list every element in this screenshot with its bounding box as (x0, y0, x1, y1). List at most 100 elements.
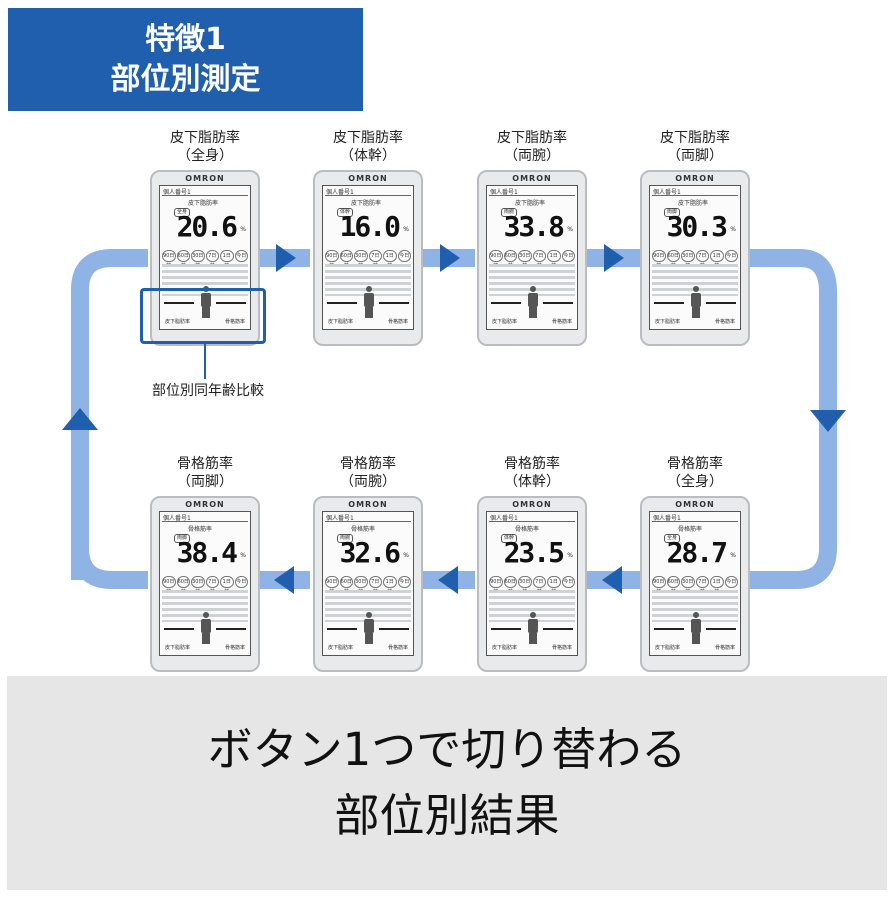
arrow-left-icon (274, 566, 294, 594)
measure-name: 骨格筋率 (188, 526, 213, 533)
percent-unit: % (567, 226, 573, 233)
screen-footer: 皮下脂肪率骨格筋率 (162, 317, 248, 327)
screen-footer: 皮下脂肪率骨格筋率 (652, 643, 738, 653)
measure-name: 皮下脂肪率 (188, 200, 219, 207)
fat-bar (164, 628, 194, 630)
feature-number: 特徴1 (145, 21, 226, 57)
footer-right: 骨格筋率 (551, 645, 572, 651)
footer-left: 皮下脂肪率 (165, 319, 191, 325)
muscle-bar (543, 628, 573, 630)
feature-badge: 特徴1 部位別測定 (8, 8, 363, 111)
history-days: 90日前60日前30日前7日前1日前今日 (489, 250, 575, 269)
device-label-measure: 骨格筋率 (340, 456, 396, 472)
history-day-button: 今日 (561, 250, 575, 262)
personal-number: 個人番号1 (653, 189, 681, 196)
body-figure-icon (526, 286, 540, 318)
history-day-button: 30日前 (681, 576, 695, 595)
lcd-screen: 個人番号1皮下脂肪率全身20.6%90日前60日前30日前7日前1日前今日皮下脂… (159, 185, 251, 330)
device-label: 皮下脂肪率（両脚） (620, 129, 770, 165)
region-tag: 体幹 (337, 208, 354, 217)
history-day-button: 90日前 (325, 250, 339, 269)
device-label-region: （両脚） (177, 474, 233, 490)
brand-logo: OMRON (512, 174, 552, 183)
footer-left: 皮下脂肪率 (492, 645, 518, 651)
divider (489, 521, 575, 522)
body-composition-monitor: OMRON個人番号1骨格筋率体幹23.5%90日前60日前30日前7日前1日前今… (477, 496, 587, 672)
history-day-button: 7日前 (695, 576, 709, 595)
history-day-button: 60日前 (176, 576, 190, 595)
body-composition-monitor: OMRON個人番号1皮下脂肪率体幹16.0%90日前60日前30日前7日前1日前… (313, 170, 423, 346)
history-days: 90日前60日前30日前7日前1日前今日 (652, 576, 738, 595)
measure-name: 骨格筋率 (351, 526, 376, 533)
measured-value: 32.6 (339, 536, 401, 569)
footer-left: 皮下脂肪率 (328, 645, 354, 651)
divider (325, 195, 411, 196)
personal-number: 個人番号1 (653, 515, 681, 522)
percent-unit: % (403, 552, 409, 559)
device-label: 骨格筋率（体幹） (457, 455, 607, 491)
brand-logo: OMRON (675, 174, 715, 183)
measured-value: 33.8 (503, 210, 565, 243)
percent-unit: % (730, 226, 736, 233)
measured-value: 28.7 (666, 536, 728, 569)
lcd-screen: 個人番号1骨格筋率体幹23.5%90日前60日前30日前7日前1日前今日皮下脂肪… (486, 511, 578, 656)
history-day-button: 90日前 (162, 250, 176, 269)
body-figure-icon (362, 612, 376, 644)
device-label-region: （両腕） (504, 148, 560, 164)
footer-right: 骨格筋率 (714, 319, 735, 325)
body-composition-monitor: OMRON個人番号1骨格筋率両腕32.6%90日前60日前30日前7日前1日前今… (313, 496, 423, 672)
history-days: 90日前60日前30日前7日前1日前今日 (325, 576, 411, 595)
device-label: 皮下脂肪率（体幹） (293, 129, 443, 165)
measured-value: 23.5 (503, 536, 565, 569)
arrow-right-icon (276, 244, 296, 272)
caption-line-2: 部位別結果 (334, 789, 560, 842)
history-day-button: 30日前 (681, 250, 695, 269)
history-day-button: 60日前 (339, 576, 353, 595)
history-days: 90日前60日前30日前7日前1日前今日 (162, 576, 248, 595)
footer-right: 骨格筋率 (387, 645, 408, 651)
fat-bar (327, 628, 357, 630)
divider (652, 521, 738, 522)
device-label-measure: 皮下脂肪率 (333, 130, 403, 146)
muscle-bar (216, 628, 246, 630)
fat-bar (491, 628, 521, 630)
measure-name: 骨格筋率 (515, 526, 540, 533)
history-day-button: 1日前 (547, 576, 561, 595)
history-day-button: 30日前 (191, 576, 205, 595)
percent-unit: % (403, 226, 409, 233)
device-label-measure: 骨格筋率 (667, 456, 723, 472)
device-label-region: （全身） (667, 474, 723, 490)
history-day-button: 7日前 (532, 250, 546, 269)
device-label: 皮下脂肪率（全身） (130, 129, 280, 165)
caption-panel: ボタン1つで切り替わる 部位別結果 (7, 676, 887, 890)
measure-name: 皮下脂肪率 (515, 200, 546, 207)
footer-left: 皮下脂肪率 (165, 645, 191, 651)
divider (652, 195, 738, 196)
divider (325, 521, 411, 522)
device-label-measure: 皮下脂肪率 (497, 130, 567, 146)
history-day-button: 30日前 (354, 576, 368, 595)
arrow-left-icon (438, 566, 458, 594)
brand-logo: OMRON (185, 174, 225, 183)
divider (489, 195, 575, 196)
history-day-button: 60日前 (503, 250, 517, 269)
history-day-button: 今日 (561, 576, 575, 588)
arrow-down-icon (810, 410, 846, 432)
device-label-region: （両腕） (340, 474, 396, 490)
fat-bar (491, 302, 521, 304)
muscle-bar (379, 302, 409, 304)
fat-bar (654, 302, 684, 304)
body-figure-icon (526, 612, 540, 644)
footer-right: 骨格筋率 (714, 645, 735, 651)
history-day-button: 90日前 (162, 576, 176, 595)
device-label-measure: 皮下脂肪率 (170, 130, 240, 146)
divider (162, 195, 248, 196)
measured-value: 20.6 (176, 210, 238, 243)
muscle-bar (543, 302, 573, 304)
feature-title: 部位別測定 (110, 61, 261, 97)
screen-footer: 皮下脂肪率 骨格筋率 (325, 643, 411, 653)
history-day-button: 60日前 (339, 250, 353, 269)
region-tag: 両脚 (664, 208, 681, 217)
device-label-measure: 皮下脂肪率 (660, 130, 730, 146)
